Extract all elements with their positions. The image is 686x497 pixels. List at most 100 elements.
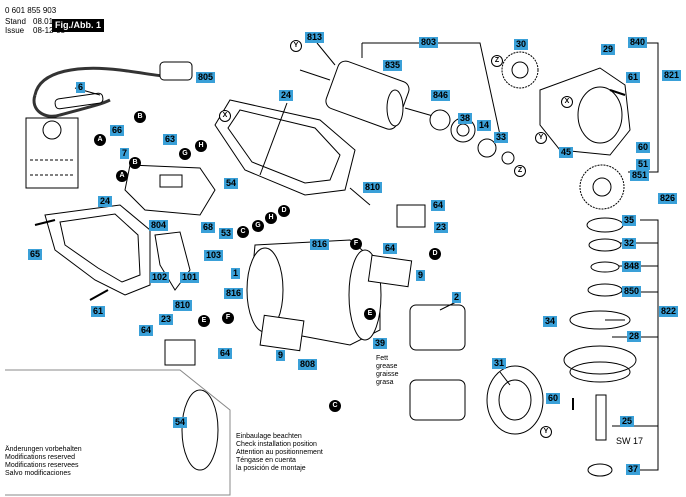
inset-part-label-54: 54	[173, 417, 188, 428]
gear-826	[579, 164, 625, 210]
part-label-34: 34	[543, 316, 558, 327]
o-ring-34	[569, 310, 631, 330]
connector-y-2: Y	[535, 132, 547, 144]
bracket-822	[640, 219, 659, 471]
field-coil-lower	[409, 379, 466, 421]
flange-37	[587, 463, 613, 477]
bearing-35	[586, 217, 624, 233]
part-label-66: 66	[110, 125, 125, 136]
part-label-804: 804	[149, 220, 169, 231]
connector-c-1: C	[237, 226, 249, 238]
housing-half-upper	[214, 99, 356, 196]
connector-y-1: Y	[290, 40, 302, 52]
insulator-9	[367, 254, 413, 288]
connector-a-2: A	[116, 170, 128, 182]
changes-note-es: Salvo modificaciones	[5, 470, 71, 477]
grease-note-en: grease	[376, 363, 398, 370]
part-label-848: 848	[622, 261, 642, 272]
part-label-846: 846	[431, 90, 451, 101]
install-note-en: Check installation position	[236, 441, 317, 448]
part-label-29: 29	[601, 44, 616, 55]
part-label-64-b: 64	[383, 243, 398, 254]
part-label-38: 38	[458, 113, 473, 124]
changes-note-de: Änderungen vorbehalten	[5, 446, 82, 453]
issue-label: Issue	[5, 26, 25, 35]
part-label-60-top: 60	[636, 142, 651, 153]
install-note-es-1: Téngase en cuenta	[236, 457, 296, 464]
part-label-7: 7	[120, 148, 130, 159]
guard-31	[486, 365, 544, 435]
stand-value: 08.01	[33, 17, 54, 26]
connector-x-1: X	[219, 110, 231, 122]
ring-846	[429, 109, 451, 131]
part-label-805: 805	[196, 72, 216, 83]
part-label-68: 68	[201, 222, 216, 233]
part-label-30: 30	[514, 39, 529, 50]
screw-61	[89, 289, 109, 301]
connector-c-2: C	[329, 400, 341, 412]
part-32	[588, 238, 622, 252]
part-label-808: 808	[298, 359, 318, 370]
grease-note-fr: graisse	[376, 371, 399, 378]
part-33	[501, 151, 515, 165]
part-label-28: 28	[627, 331, 642, 342]
insulator-9b	[259, 314, 305, 352]
connector-d-1: D	[278, 205, 290, 217]
ring-848	[590, 261, 620, 273]
connector-f-1: F	[350, 238, 362, 250]
part-label-61-top: 61	[626, 72, 641, 83]
part-label-816-lower: 816	[224, 288, 244, 299]
connector-h-1: H	[195, 140, 207, 152]
grease-note-es: grasa	[376, 379, 394, 386]
housing-half-lower	[44, 204, 151, 296]
installation-inset	[5, 369, 231, 496]
changes-note-en: Modifications reserved	[5, 454, 76, 461]
part-label-822: 822	[659, 306, 679, 317]
connector-a-1: A	[94, 134, 106, 146]
part-label-1: 1	[231, 268, 241, 279]
install-note-de: Einbaulage beachten	[236, 433, 302, 440]
bevel-gear-30	[501, 51, 539, 89]
part-label-826: 826	[658, 193, 678, 204]
connector-e-1: E	[198, 315, 210, 327]
part-label-23-lower: 23	[159, 314, 174, 325]
connector-g-2: G	[252, 220, 264, 232]
field-coil-upper	[409, 304, 466, 351]
connector-x-2: X	[561, 96, 573, 108]
armature	[299, 60, 441, 130]
part-label-61-lower: 61	[91, 306, 106, 317]
bearing-14	[477, 138, 497, 158]
part-label-851: 851	[630, 170, 650, 181]
part-label-840: 840	[628, 37, 648, 48]
connector-g-1: G	[179, 148, 191, 160]
connector-y-3: Y	[540, 426, 552, 438]
part-label-813: 813	[305, 32, 325, 43]
part-label-24-lower: 24	[98, 196, 113, 207]
part-label-810-lower: 810	[173, 300, 193, 311]
connector-d-2: D	[429, 248, 441, 260]
install-note-fr: Attention au positionnement	[236, 449, 323, 456]
part-label-37: 37	[626, 464, 641, 475]
spindle-25	[595, 394, 607, 441]
document-number: 0 601 855 903	[5, 6, 57, 15]
part-label-25: 25	[620, 416, 635, 427]
part-label-102: 102	[150, 272, 170, 283]
part-label-14: 14	[477, 120, 492, 131]
part-label-51: 51	[636, 159, 651, 170]
part-23	[396, 204, 426, 228]
connector-h-2: H	[265, 212, 277, 224]
part-label-103: 103	[204, 250, 224, 261]
part-label-35: 35	[622, 215, 637, 226]
part-label-64-c: 64	[139, 325, 154, 336]
part-label-45: 45	[559, 147, 574, 158]
connector-b-2: B	[129, 157, 141, 169]
plug	[159, 61, 193, 81]
wrench-size-label: SW 17	[616, 436, 644, 446]
connector-f-2: F	[222, 312, 234, 324]
bearing-flange-28	[563, 345, 637, 375]
switch-block	[124, 164, 216, 216]
part-label-23-upper: 23	[434, 222, 449, 233]
screw-65	[34, 219, 56, 226]
stand-label: Stand	[5, 17, 26, 26]
